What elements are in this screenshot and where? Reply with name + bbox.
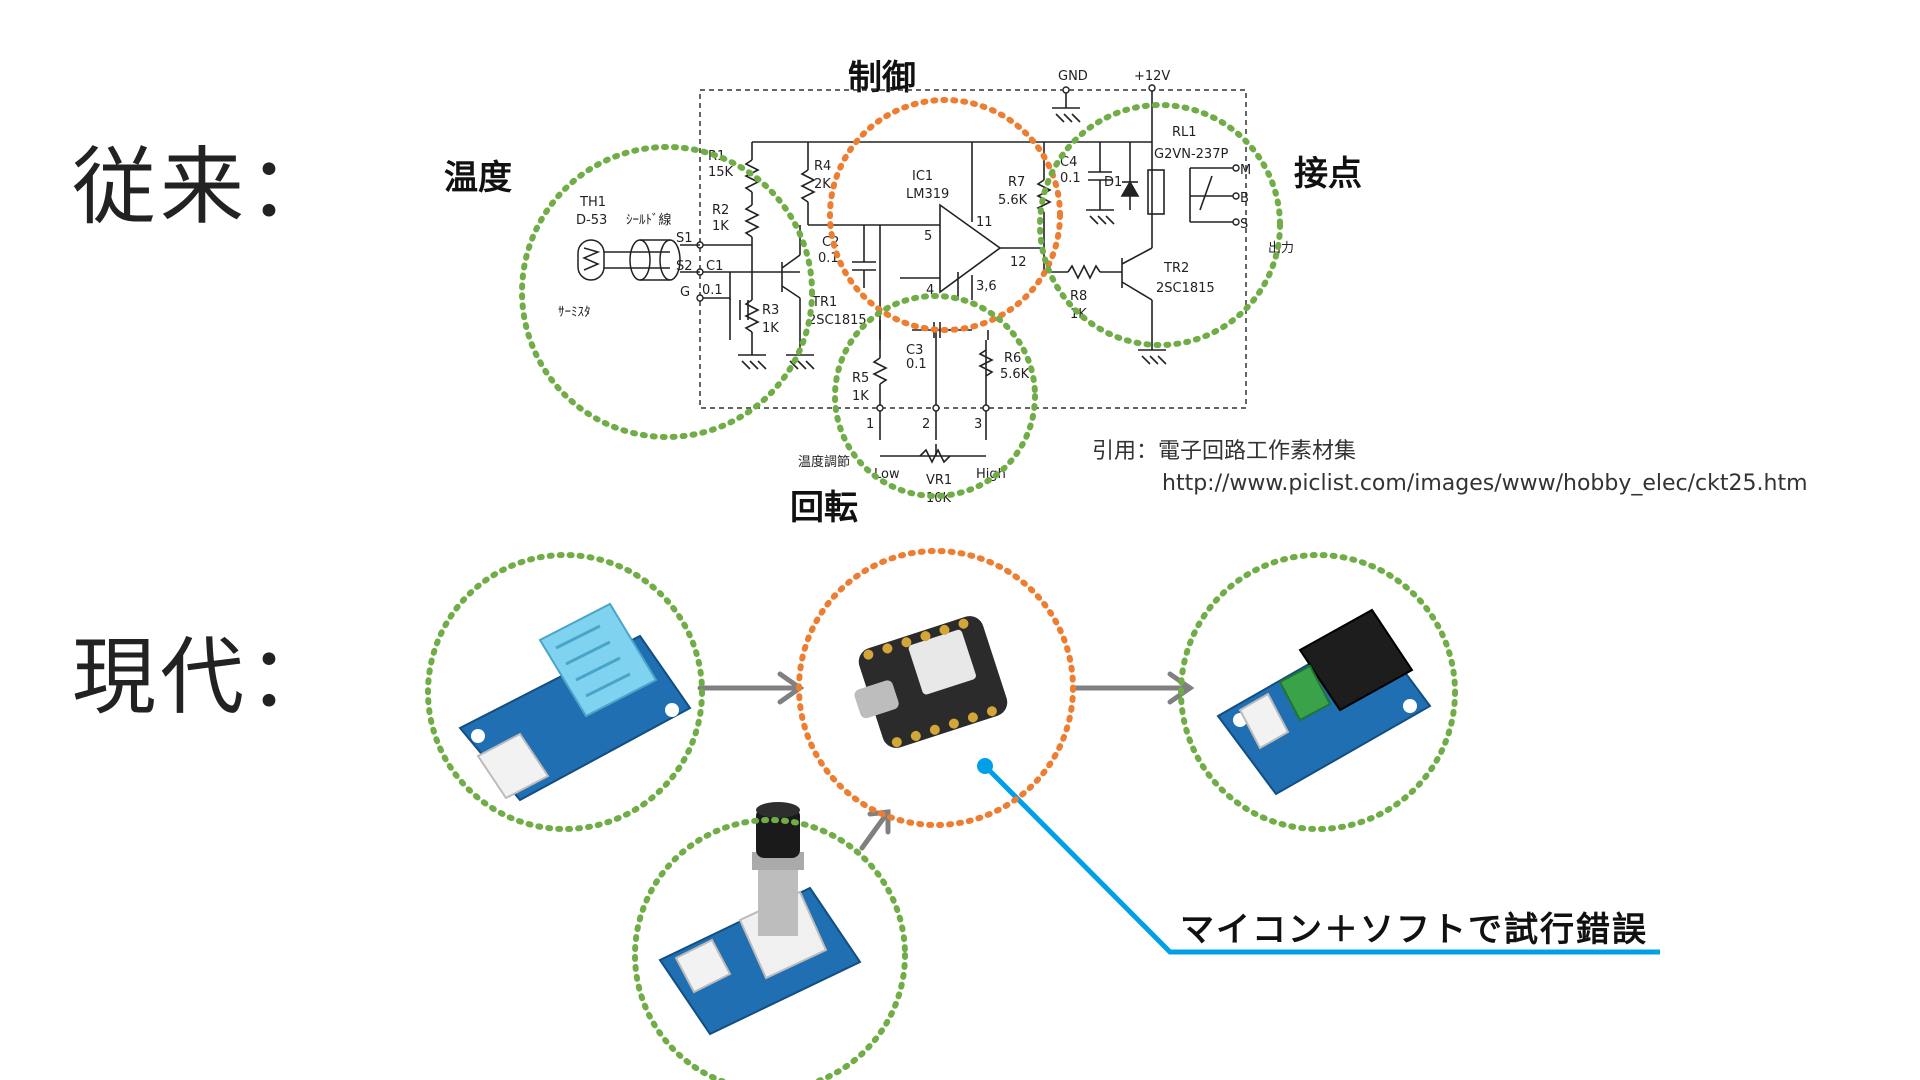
label-c2-value: 0.1 (818, 251, 839, 266)
callout (977, 758, 1660, 955)
label-12v: +12V (1134, 69, 1170, 84)
section-label-temperature: 温度 (444, 158, 512, 198)
label-terminal-2: 2 (922, 417, 930, 432)
traditional-label: 従来： (72, 138, 337, 236)
schematic-wiring (700, 88, 1236, 464)
arrow-knob-to-mcu (859, 809, 891, 851)
label-r3: R3 (762, 303, 779, 318)
label-d53: D-53 (576, 213, 607, 228)
temperature-sensor-module (458, 602, 692, 802)
thermistor-probe (577, 239, 700, 281)
label-r7-value: 5.6K (998, 193, 1028, 208)
label-tr2-value: 2SC1815 (1156, 281, 1215, 296)
label-c1-value: 0.1 (702, 283, 723, 298)
citation-title: 引用：電子回路工作素材集 (1092, 439, 1357, 464)
citation-url: http://www.piclist.com/images/www/hobby_… (1162, 471, 1808, 496)
callout-tagline: マイコン＋ソフトで試行錯誤 (1180, 910, 1648, 950)
label-s: S (1240, 217, 1248, 232)
modern-highlight-circles (425, 548, 1458, 1080)
label-th1: TH1 (579, 195, 606, 210)
label-ic1: IC1 (912, 169, 933, 184)
relay-module (1216, 608, 1432, 796)
arrow-head-2 (1167, 671, 1195, 705)
label-tr1: TR1 (811, 295, 837, 310)
label-g: G (680, 285, 690, 300)
circle-rotary-knob (632, 817, 908, 1080)
label-pin11: 11 (976, 215, 993, 230)
label-pin4: 4 (926, 283, 934, 298)
label-lm319: LM319 (906, 187, 949, 202)
label-gnd: GND (1058, 69, 1088, 84)
section-label-control: 制御 (848, 58, 916, 98)
label-shield: ｼｰﾙﾄﾞ線 (626, 212, 672, 228)
schematic-highlight-circles (519, 97, 1283, 499)
schematic-labels: TH1 D-53 ｼｰﾙﾄﾞ線 ｻｰﾐｽﾀ S1 S2 G R1 15K R2 … (558, 69, 1294, 506)
label-d1: D1 (1104, 175, 1122, 190)
label-r7: R7 (1008, 175, 1025, 190)
arrow-head-3 (867, 809, 891, 835)
highlight-rotation (832, 293, 1038, 499)
label-vr1: VR1 (926, 473, 952, 488)
highlight-control (827, 97, 1063, 333)
label-r4: R4 (814, 159, 831, 174)
label-c4-value: 0.1 (1060, 171, 1081, 186)
label-r2-value: 1K (712, 219, 729, 234)
section-label-rotation: 回転 (790, 488, 858, 528)
label-r5-value: 1K (852, 389, 869, 404)
label-terminal-1: 1 (866, 417, 874, 432)
label-m: M (1240, 163, 1251, 178)
label-pin12: 12 (1010, 255, 1027, 270)
label-s2: S2 (676, 259, 693, 274)
label-pin5: 5 (924, 229, 932, 244)
label-low: Low (874, 467, 900, 482)
modern-label: 現代： (72, 628, 337, 726)
section-label-contact: 接点 (1294, 154, 1362, 194)
label-c1: C1 (706, 259, 723, 274)
highlight-temperature (519, 144, 815, 440)
callout-line (983, 764, 1660, 955)
label-rl1-value: G2VN-237P (1154, 147, 1228, 162)
label-r3-value: 1K (762, 321, 779, 336)
label-c4: C4 (1060, 155, 1077, 170)
schematic-enclosure (699, 89, 1247, 409)
label-r5: R5 (852, 371, 869, 386)
circle-microcontroller (796, 548, 1076, 828)
label-c3: C3 (906, 343, 923, 358)
circle-temperature-sensor (425, 552, 705, 832)
label-high: High (976, 467, 1006, 482)
label-b: B (1240, 191, 1249, 206)
label-terminal-3: 3 (974, 417, 982, 432)
label-temp-adjust: 温度調節 (798, 454, 850, 470)
label-r2: R2 (712, 203, 729, 218)
label-pin36: 3,6 (976, 279, 997, 294)
label-r1-value: 15K (708, 165, 734, 180)
label-r6: R6 (1004, 351, 1021, 366)
label-tr2: TR2 (1163, 261, 1189, 276)
rotary-knob-module (658, 802, 862, 1036)
label-c3-value: 0.1 (906, 357, 927, 372)
label-r6-value: 5.6K (1000, 367, 1030, 382)
terminal-dots (696, 84, 1240, 412)
label-rl1: RL1 (1172, 125, 1197, 140)
label-r4-value: 2K (814, 177, 831, 192)
microcontroller-board (854, 616, 1008, 748)
label-thermistor: ｻｰﾐｽﾀ (558, 305, 591, 320)
highlight-contact (1037, 102, 1283, 348)
label-tr1-value: 2SC1815 (808, 313, 867, 328)
circle-relay (1178, 552, 1458, 832)
label-s1: S1 (676, 231, 693, 246)
label-r8: R8 (1070, 289, 1087, 304)
